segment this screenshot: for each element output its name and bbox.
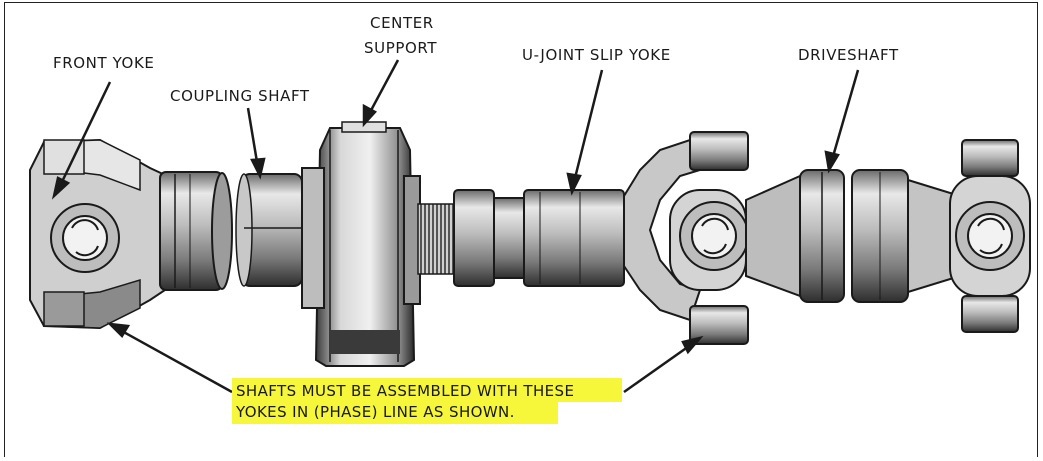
arrowhead xyxy=(681,335,704,355)
rear-u-joint xyxy=(949,139,1031,333)
diagram-frame xyxy=(4,2,1038,457)
leader-lines xyxy=(51,59,860,394)
u-joint-slip-yoke xyxy=(453,131,749,345)
driveshaft xyxy=(745,169,961,303)
label-driveshaft: DRIVESHAFT xyxy=(798,46,899,64)
arrowhead xyxy=(362,103,378,128)
label-u-joint-slip-yoke: U-JOINT SLIP YOKE xyxy=(522,46,671,64)
splined-shaft xyxy=(417,203,459,275)
note-highlight-line2 xyxy=(232,398,558,424)
front-yoke xyxy=(29,138,233,330)
label-coupling-shaft: COUPLING SHAFT xyxy=(170,87,310,105)
arrowhead xyxy=(566,172,582,196)
center-support xyxy=(301,121,421,367)
note-line2: YOKES IN (PHASE) LINE AS SHOWN. xyxy=(235,403,515,421)
label-front-yoke: FRONT YOKE xyxy=(53,54,154,72)
arrowhead xyxy=(106,322,131,339)
arrowhead xyxy=(824,150,840,174)
coupling-shaft xyxy=(235,173,303,287)
arrowhead xyxy=(51,176,71,200)
label-center-support-line2: SUPPORT xyxy=(364,39,437,57)
label-center-support-line1: CENTER xyxy=(370,14,434,32)
note-line1: SHAFTS MUST BE ASSEMBLED WITH THESE xyxy=(236,382,574,400)
u-joint-cross xyxy=(669,189,749,291)
arrowhead xyxy=(250,157,266,180)
